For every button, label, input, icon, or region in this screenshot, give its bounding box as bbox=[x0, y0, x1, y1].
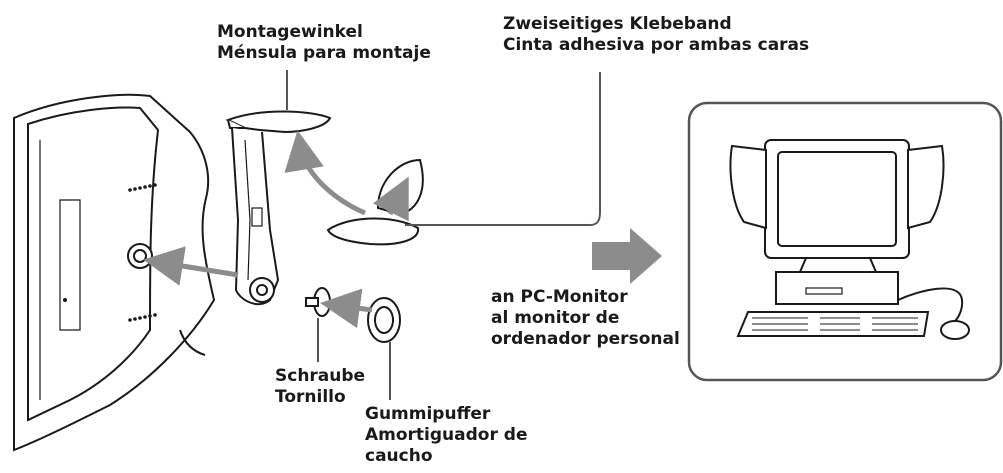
leader-lines bbox=[286, 70, 601, 400]
speaker-illustration bbox=[13, 93, 216, 452]
mounting-bracket bbox=[225, 110, 332, 306]
direction-arrow bbox=[592, 228, 662, 284]
pc-illustration bbox=[729, 139, 970, 340]
assembly-arrows bbox=[143, 130, 409, 329]
rubber-cushion bbox=[367, 297, 401, 343]
screw bbox=[305, 287, 331, 317]
